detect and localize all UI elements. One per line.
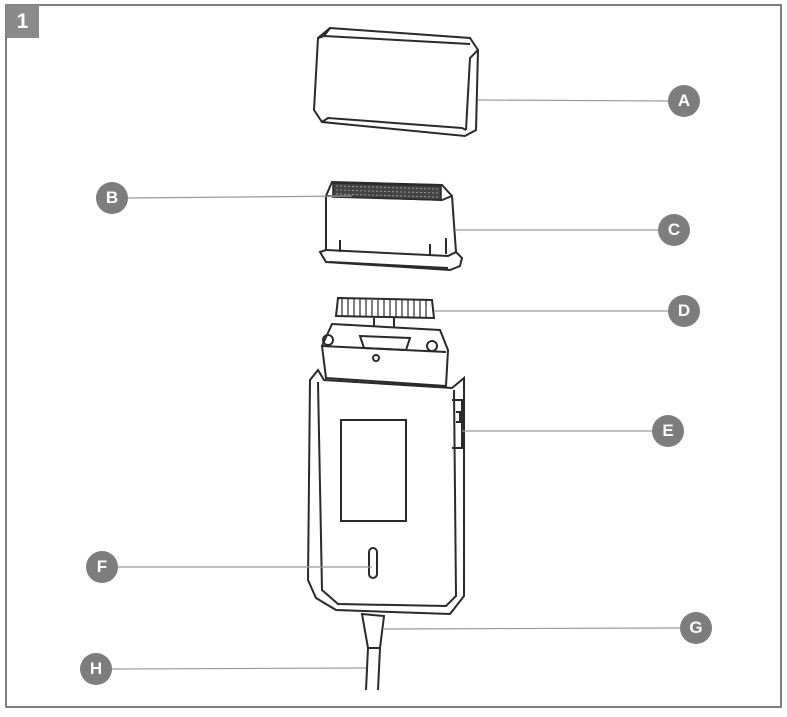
- figure-number: 1: [6, 5, 39, 38]
- callout-c: C: [658, 214, 690, 246]
- cutter-block: [334, 296, 436, 331]
- shaving-head-frame: [318, 180, 464, 272]
- shaver-head-mount: [320, 322, 450, 388]
- on-off-switch: [452, 399, 463, 449]
- charging-cable: [360, 612, 386, 691]
- callout-d: D: [668, 295, 700, 327]
- shaving-foil: [332, 182, 442, 201]
- callout-b: B: [96, 182, 128, 214]
- figure-frame: [5, 4, 782, 708]
- charging-indicator: [368, 547, 378, 579]
- callout-f: F: [86, 551, 118, 583]
- callout-g: G: [680, 612, 712, 644]
- callout-e: E: [652, 415, 684, 447]
- leader-lines: [109, 99, 681, 670]
- protective-cap: [312, 26, 480, 138]
- shaver-body: [306, 368, 465, 616]
- callout-a: A: [668, 85, 700, 117]
- callout-h: H: [80, 653, 112, 685]
